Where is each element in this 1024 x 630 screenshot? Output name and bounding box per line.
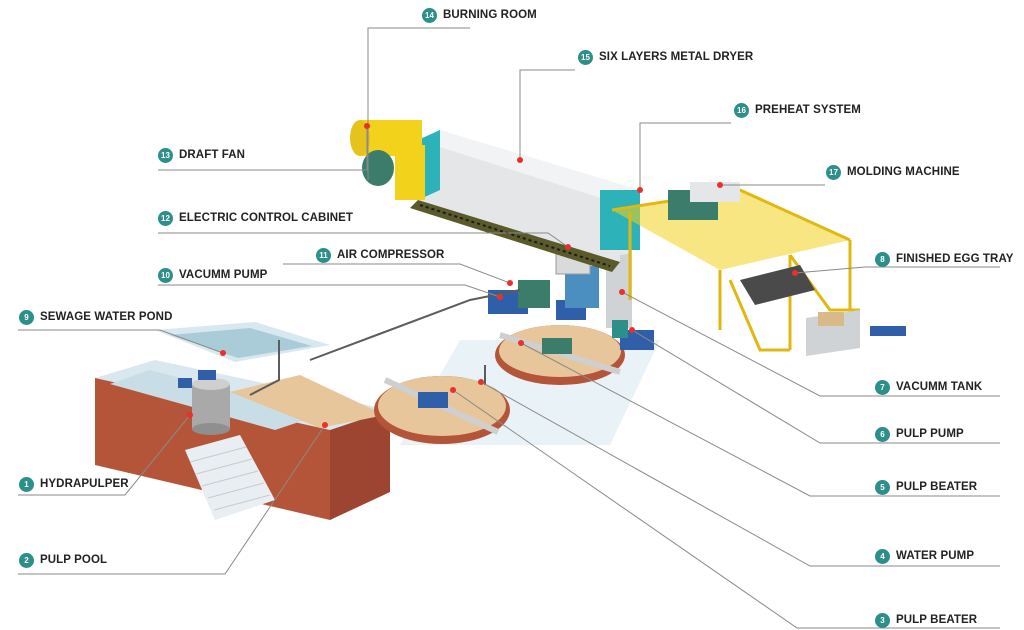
- pipes: [249, 289, 521, 396]
- hydrapulper-tank: [178, 370, 230, 435]
- callout-number: 2: [19, 552, 34, 568]
- callout-water-pump: 4 WATER PUMP: [875, 547, 974, 565]
- callout-sewage-water-pond: 9 SEWAGE WATER POND: [19, 308, 172, 326]
- callout-number: 4: [875, 548, 890, 564]
- callout-number: 11: [316, 247, 331, 263]
- callout-burning-room: 14 BURNING ROOM: [422, 6, 537, 24]
- callout-text: PULP POOL: [40, 554, 108, 566]
- hotspot-dots: [187, 123, 798, 428]
- callout-preheat-system: 16 PREHEAT SYSTEM: [734, 101, 861, 119]
- callout-number: 10: [158, 267, 173, 283]
- callout-text: SEWAGE WATER POND: [40, 311, 173, 323]
- burning-room: [350, 120, 425, 200]
- callout-text: ELECTRIC CONTROL CABINET: [179, 212, 354, 224]
- callout-hydrapulper: 1 HYDRAPULPER: [19, 475, 129, 493]
- callout-text: FINISHED EGG TRAY: [896, 253, 1014, 265]
- callout-text: DRAFT FAN: [179, 149, 246, 161]
- callout-text: HYDRAPULPER: [40, 478, 129, 490]
- callout-pulp-pool: 2 PULP POOL: [19, 551, 107, 569]
- callout-number: 9: [19, 309, 34, 325]
- callout-text: VACUMM TANK: [896, 381, 983, 393]
- callout-molding-machine: 17 MOLDING MACHINE: [826, 163, 960, 181]
- callout-text: VACUMM PUMP: [179, 269, 268, 281]
- pulp-pool-structure: [95, 360, 390, 520]
- callout-text: MOLDING MACHINE: [847, 166, 960, 178]
- callout-pulp-pump: 6 PULP PUMP: [875, 425, 964, 443]
- finished-egg-tray: [740, 265, 906, 356]
- callout-six-layers-metal-dryer: 15 SIX LAYERS METAL DRYER: [578, 48, 753, 66]
- callout-vacumm-tank: 7 VACUMM TANK: [875, 378, 982, 396]
- callout-air-compressor: 11 AIR COMPRESSOR: [316, 246, 444, 264]
- callout-text: PULP BEATER: [896, 481, 978, 493]
- callout-text: AIR COMPRESSOR: [337, 249, 445, 261]
- callout-text: SIX LAYERS METAL DRYER: [599, 51, 754, 63]
- callout-number: 1: [19, 476, 34, 492]
- callout-number: 6: [875, 426, 890, 442]
- callout-number: 17: [826, 164, 841, 180]
- six-layer-metal-dryer: [410, 130, 640, 272]
- callout-draft-fan: 13 DRAFT FAN: [158, 146, 245, 164]
- callout-number: 12: [158, 210, 173, 226]
- pulp-beater-3: [374, 376, 510, 444]
- callout-number: 7: [875, 379, 890, 395]
- sewage-water-pond: [155, 322, 330, 362]
- pulp-beater-5: [495, 325, 625, 385]
- callout-number: 14: [422, 7, 437, 23]
- water-pump: [488, 280, 550, 314]
- leader-lines: [18, 27, 1000, 629]
- callout-pulp-beater-3: 3 PULP BEATER: [875, 611, 977, 629]
- callout-text: PULP PUMP: [896, 428, 964, 440]
- callout-vacumm-pump: 10 VACUMM PUMP: [158, 266, 267, 284]
- callout-text: PREHEAT SYSTEM: [755, 104, 861, 116]
- callout-text: WATER PUMP: [896, 550, 975, 562]
- callout-number: 13: [158, 147, 173, 163]
- callout-finished-egg-tray: 8 FINISHED EGG TRAY: [875, 250, 1014, 268]
- callout-text: PULP BEATER: [896, 614, 978, 626]
- callout-number: 3: [875, 612, 890, 628]
- callout-electric-control-cabinet: 12 ELECTRIC CONTROL CABINET: [158, 209, 353, 227]
- callout-pulp-beater-5: 5 PULP BEATER: [875, 478, 977, 496]
- callout-number: 5: [875, 479, 890, 495]
- callout-text: BURNING ROOM: [443, 9, 537, 21]
- callout-number: 8: [875, 251, 890, 267]
- callout-number: 15: [578, 49, 593, 65]
- callout-number: 16: [734, 102, 749, 118]
- draft-fan: [362, 150, 394, 186]
